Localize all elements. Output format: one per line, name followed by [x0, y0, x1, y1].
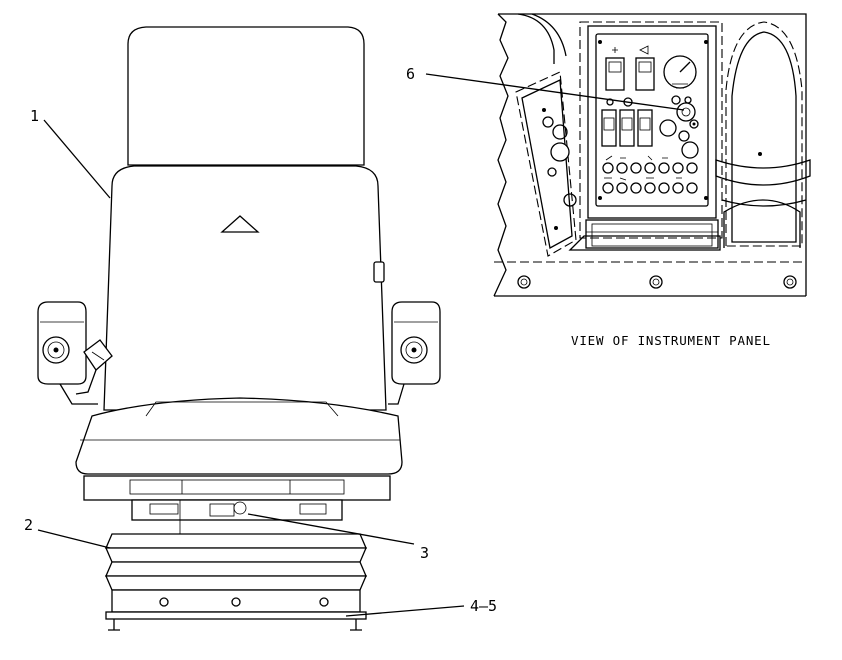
side-storage-compartment: [715, 21, 811, 248]
seat-frame: [83, 475, 391, 549]
seat-triangle-logo: [220, 215, 260, 233]
indicator-lamps: [606, 95, 699, 129]
seat-bellows: [105, 533, 367, 591]
middle-rocker-switches: [601, 109, 699, 159]
callout-3: 3: [420, 544, 429, 562]
view-caption: VIEW OF INSTRUMENT PANEL: [571, 333, 771, 348]
leader-lines: [37, 73, 685, 617]
warning-lamp-grid: [602, 155, 698, 194]
horn-icon: [639, 45, 649, 55]
seat-side-knob: [373, 261, 385, 283]
left-armrest: [37, 301, 98, 405]
light-icon: [612, 47, 618, 53]
callout-4-5: 4—5: [470, 597, 497, 615]
top-rocker-switches: [605, 45, 655, 91]
seat-backrest: [103, 165, 387, 411]
seat-belt-buckle: [75, 339, 113, 395]
right-armrest: [388, 301, 441, 405]
callout-1: 1: [30, 107, 39, 125]
callout-2: 2: [24, 516, 33, 534]
side-console-controls: [542, 108, 577, 230]
callout-6: 6: [406, 65, 415, 83]
seat-base: [105, 589, 367, 631]
instrument-panel-view: [493, 13, 811, 297]
seat-headrest: [127, 26, 365, 166]
callout-labels: 1 2 3 4—5 6: [24, 65, 497, 615]
gauge: [663, 55, 697, 89]
seat-cushion: [75, 397, 403, 475]
seat-assembly: [37, 26, 441, 631]
floor-bolts: [494, 261, 806, 289]
